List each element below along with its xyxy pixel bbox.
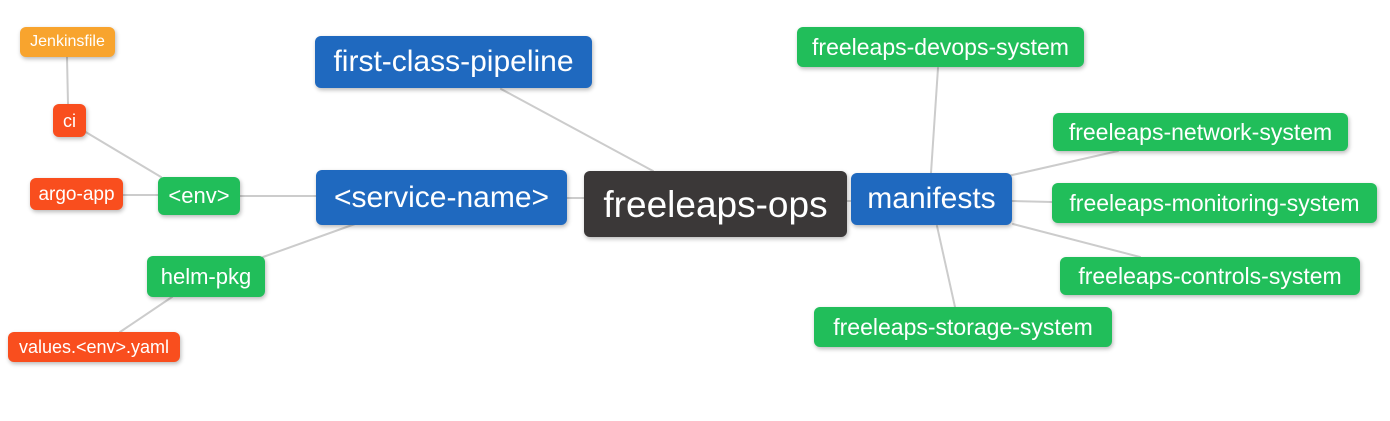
node-freeleaps-network-system[interactable]: freeleaps-network-system [1053, 113, 1348, 151]
node-freeleaps-controls-system[interactable]: freeleaps-controls-system [1060, 257, 1360, 295]
node-freeleaps-devops-system[interactable]: freeleaps-devops-system [797, 27, 1084, 67]
node-argo-app[interactable]: argo-app [30, 178, 123, 210]
node-env[interactable]: <env> [158, 177, 240, 215]
node-first-class-pipeline[interactable]: first-class-pipeline [315, 36, 592, 88]
node-freeleaps-ops[interactable]: freeleaps-ops [584, 171, 847, 237]
edge-manifests-to-freeleaps-devops-system [930, 67, 939, 174]
node-jenkinsfile[interactable]: Jenkinsfile [20, 27, 115, 57]
node-freeleaps-monitoring-system[interactable]: freeleaps-monitoring-system [1052, 183, 1377, 223]
edge-manifests-to-freeleaps-monitoring-system [1011, 200, 1053, 203]
edge-service-name-to-helm-pkg [262, 223, 356, 258]
edge-first-class-pipeline-to-freeleaps-ops [500, 88, 654, 172]
edge-ci-to-env [83, 130, 162, 178]
node-manifests[interactable]: manifests [851, 173, 1012, 225]
edge-jenkinsfile-to-ci [66, 56, 69, 105]
node-service-name[interactable]: <service-name> [316, 170, 567, 225]
node-freeleaps-storage-system[interactable]: freeleaps-storage-system [814, 307, 1112, 347]
edge-manifests-to-freeleaps-storage-system [936, 225, 956, 308]
edge-helm-pkg-to-values-env-yaml [119, 296, 173, 333]
node-ci[interactable]: ci [53, 104, 86, 137]
node-values-env-yaml[interactable]: values.<env>.yaml [8, 332, 180, 362]
edge-manifests-to-freeleaps-controls-system [1012, 223, 1141, 258]
edge-manifests-to-freeleaps-network-system [1007, 150, 1119, 177]
node-helm-pkg[interactable]: helm-pkg [147, 256, 265, 297]
